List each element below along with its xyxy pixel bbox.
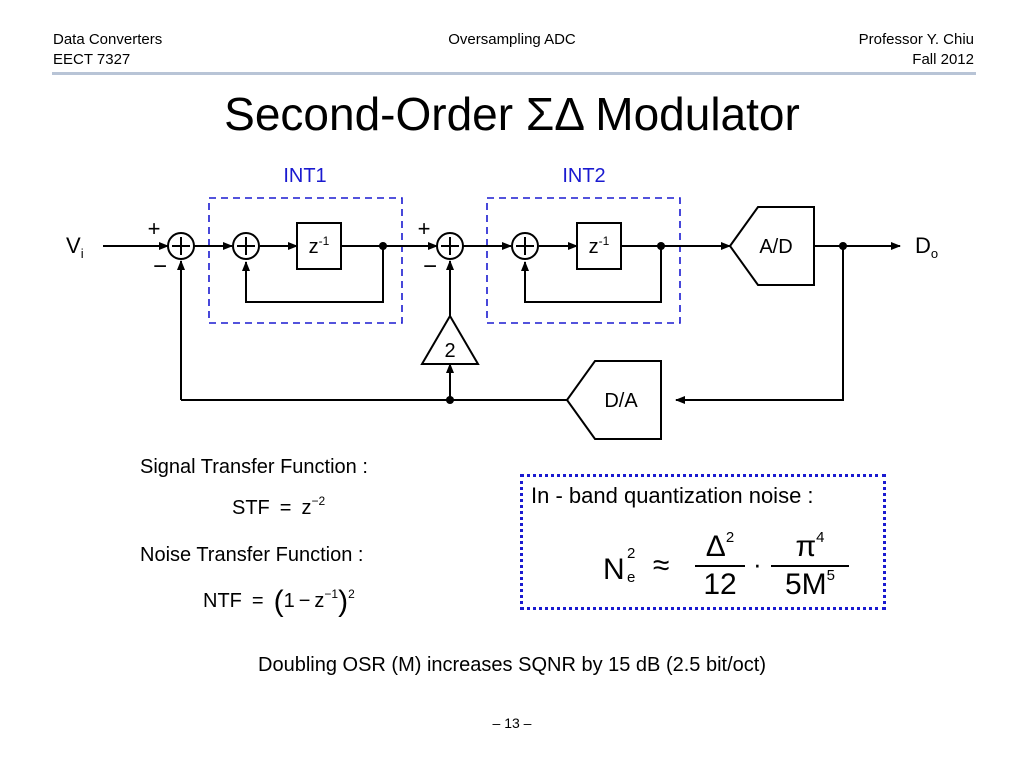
dac-label: D/A — [604, 390, 638, 412]
delay-2-label: z-1 — [589, 234, 610, 258]
course-code: EECT 7327 — [53, 51, 131, 68]
input-label: Vi — [66, 233, 84, 261]
page-number: – 13 – — [492, 715, 532, 731]
delay-block-1 — [296, 222, 342, 270]
int1-box — [208, 197, 403, 324]
node-dot-feedback — [446, 396, 454, 404]
stf-equation: STF=z−2 — [232, 494, 326, 519]
dac-block — [565, 360, 662, 440]
fraction-delta: Δ2 12 — [695, 529, 745, 603]
conclusion-text: Doubling OSR (M) increases SQNR by 15 dB… — [258, 654, 766, 676]
plus-sign-1: + — [148, 216, 161, 241]
gain-label: 2 — [444, 340, 455, 362]
term: Fall 2012 — [912, 51, 974, 68]
int2-label: INT2 — [562, 165, 605, 187]
delay-1-label: z-1 — [309, 234, 330, 258]
minus-sign-2: − — [423, 253, 437, 280]
node-dot-int1 — [379, 242, 387, 250]
output-label: Do — [915, 233, 938, 261]
gain-block — [420, 314, 480, 365]
minus-sign-1: − — [153, 253, 167, 280]
course-name: Data Converters — [53, 31, 163, 48]
noise-equation: N 2 e ≈ Δ2 12 · π4 5M5 — [595, 527, 875, 607]
adc-label: A/D — [759, 236, 792, 258]
wire-feedback-to-dac — [675, 246, 844, 404]
wire-int1-feedback — [242, 246, 384, 303]
int2-box — [486, 197, 681, 324]
header-rule — [52, 72, 976, 75]
header-center: Oversampling ADC — [0, 30, 1024, 50]
delay-block-2 — [576, 222, 622, 270]
noise-title: In - band quantization noise : — [531, 483, 814, 508]
stf-label: Signal Transfer Function : — [140, 456, 368, 478]
instructor: Professor Y. Chiu — [858, 31, 974, 48]
plus-sign-2: + — [418, 216, 431, 241]
int1-label: INT1 — [283, 165, 326, 187]
modulator-block-diagram: INT1 INT2 z-1 z-1 A/D — [66, 165, 938, 440]
node-dot-output — [839, 242, 847, 250]
ntf-label: Noise Transfer Function : — [140, 544, 364, 566]
wire-int2-feedback — [521, 246, 662, 303]
node-dot-int2 — [657, 242, 665, 250]
quantization-noise-box: In - band quantization noise : N 2 e ≈ Δ… — [520, 474, 886, 610]
header-right: Professor Y. Chiu Fall 2012 — [859, 30, 974, 70]
page-title: Second-Order ΣΔ Modulator — [224, 88, 800, 140]
ntf-equation: NTF=(1−z−1)2 — [203, 585, 355, 618]
header-left: Data Converters EECT 7327 — [53, 30, 162, 70]
fraction-pi: π4 5M5 — [771, 529, 849, 603]
topic: Oversampling ADC — [448, 31, 576, 48]
adc-block — [728, 206, 815, 286]
